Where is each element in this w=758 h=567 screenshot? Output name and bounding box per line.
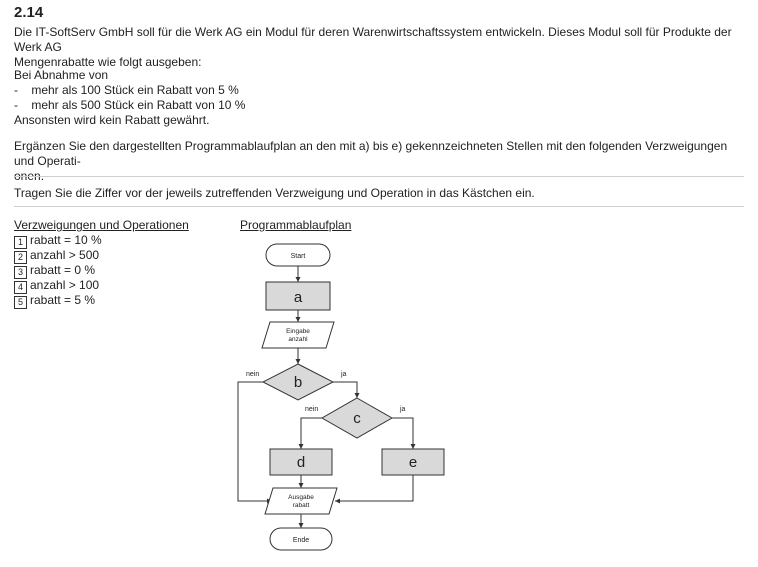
instruction-2: Tragen Sie die Ziffer vor der jeweils zu…	[14, 186, 535, 200]
flow-arrow	[237, 381, 272, 504]
input-parallelogram	[261, 321, 335, 349]
operations-header: Verzweigungen und Operationen	[14, 218, 189, 232]
intro-line: Die IT-SoftServ GmbH soll für die Werk A…	[14, 25, 732, 54]
condition-line: Ansonsten wird kein Rabatt gewährt.	[14, 113, 210, 127]
flow-arrow	[335, 475, 414, 504]
flow-arrow	[392, 417, 416, 449]
instruction-line: Ergänzen Sie den dargestellten Programma…	[14, 139, 728, 168]
output-parallelogram	[264, 487, 338, 515]
number-box: 1	[14, 236, 27, 249]
number-box: 2	[14, 251, 27, 264]
flow-arrow	[333, 381, 360, 398]
operation-text: anzahl > 100	[30, 278, 100, 292]
step-e-label: e	[409, 454, 417, 471]
start-label: Start	[291, 253, 306, 260]
operation-text: rabatt = 10 %	[30, 233, 102, 247]
divider	[14, 176, 744, 177]
number-box: 4	[14, 281, 27, 294]
decision-c-label: c	[353, 410, 361, 427]
number-box: 3	[14, 266, 27, 279]
intro-paragraph: Die IT-SoftServ GmbH soll für die Werk A…	[14, 25, 744, 70]
output-label: rabatt	[293, 502, 310, 509]
decision-b-label: b	[294, 374, 302, 391]
step-a-label: a	[294, 289, 303, 306]
branch-no-label: nein	[246, 371, 259, 378]
branch-no-label: nein	[305, 406, 318, 413]
instruction-paragraph: Ergänzen Sie den dargestellten Programma…	[14, 139, 744, 184]
decision-b	[261, 363, 335, 401]
condition-line: Bei Abnahme von	[14, 68, 109, 82]
step-d-label: d	[297, 454, 305, 471]
output-label: Ausgabe	[288, 494, 314, 501]
end-label: Ende	[293, 537, 309, 544]
step-d-box	[269, 448, 333, 476]
condition-line: - mehr als 500 Stück ein Rabatt von 10 %	[14, 98, 246, 112]
flow-arrow	[298, 417, 322, 449]
end-terminal	[269, 527, 333, 551]
condition-line: - mehr als 100 Stück ein Rabatt von 5 %	[14, 83, 239, 97]
input-label: anzahl	[288, 336, 308, 343]
task-number: 2.14	[14, 4, 44, 21]
divider	[14, 206, 744, 207]
operation-text: anzahl > 500	[30, 248, 100, 262]
decision-c	[320, 397, 394, 439]
operation-text: rabatt = 5 %	[30, 293, 96, 307]
start-terminal	[265, 243, 331, 267]
input-label: Eingabe	[286, 328, 310, 335]
branch-yes-label: ja	[340, 371, 347, 378]
number-box: 5	[14, 296, 27, 309]
operation-text: rabatt = 0 %	[30, 263, 96, 277]
step-a-box	[265, 281, 331, 311]
step-e-box	[381, 448, 445, 476]
branch-yes-label: ja	[399, 406, 406, 413]
intro-line: Mengenrabatte wie folgt ausgeben:	[14, 55, 202, 69]
conditions-paragraph: Bei Abnahme von - mehr als 100 Stück ein…	[14, 68, 744, 128]
flowchart-header: Programmablaufplan	[240, 218, 352, 232]
